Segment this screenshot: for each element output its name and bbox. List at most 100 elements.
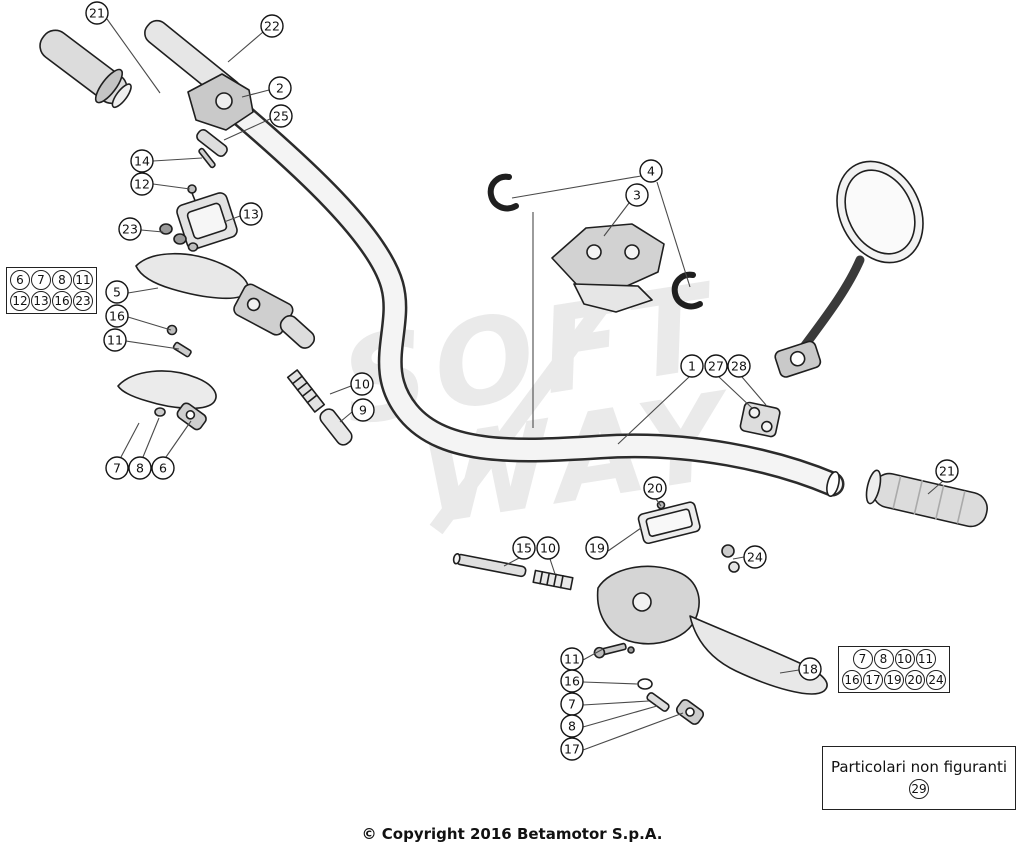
callout-17: 17 <box>560 737 584 761</box>
callout-21: 21 <box>935 459 959 483</box>
callout-13: 13 <box>239 202 263 226</box>
handlebar <box>230 103 845 498</box>
callout-3: 3 <box>625 183 649 207</box>
leader-line <box>582 700 650 706</box>
leader-line <box>503 556 522 567</box>
leader-line <box>732 556 745 560</box>
svg-text:17: 17 <box>564 741 580 756</box>
svg-text:6: 6 <box>159 460 167 475</box>
pin-7-lower <box>646 692 670 712</box>
leader-line <box>617 376 690 445</box>
barrel-9 <box>319 408 353 446</box>
callout-21: 21 <box>85 1 109 25</box>
leader-line <box>927 480 944 495</box>
callout-11: 11 <box>103 328 127 352</box>
callout-24: 24 <box>743 545 767 569</box>
leader-line <box>511 175 642 199</box>
copyright-text: © Copyright 2016 Betamotor S.p.A. <box>361 825 663 843</box>
callout-20: 20 <box>905 670 925 690</box>
callout-14: 14 <box>130 149 154 173</box>
leader-line <box>120 422 140 458</box>
leader-line <box>106 18 161 94</box>
callout-16: 16 <box>105 304 129 328</box>
svg-text:1: 1 <box>688 358 696 373</box>
svg-text:12: 12 <box>134 176 150 191</box>
callout-29: 29 <box>909 778 929 799</box>
washer-16-lower <box>637 678 653 690</box>
callout-16: 16 <box>560 669 584 693</box>
svg-text:20: 20 <box>647 480 663 495</box>
bolt-11 <box>172 341 192 358</box>
mc-lever-blade <box>689 615 828 695</box>
callout-17: 17 <box>863 670 883 690</box>
note-box: Particolari non figuranti 29 <box>822 746 1016 810</box>
grip-left <box>39 29 132 109</box>
leader-line <box>741 376 767 406</box>
leader-line <box>329 385 352 395</box>
callout-25: 25 <box>269 104 293 128</box>
svg-text:21: 21 <box>939 463 955 478</box>
leader-line <box>142 417 160 458</box>
callout-16: 16 <box>52 291 72 311</box>
leader-line <box>140 229 164 233</box>
callout-24: 24 <box>926 670 946 690</box>
callout-6: 6 <box>10 270 30 290</box>
svg-text:10: 10 <box>540 540 556 555</box>
svg-text:16: 16 <box>564 673 580 688</box>
svg-text:18: 18 <box>802 661 818 676</box>
callout-27: 27 <box>704 354 728 378</box>
callout-22: 22 <box>260 14 284 38</box>
leader-line <box>227 31 264 63</box>
lever-blade-lower-left <box>117 370 217 431</box>
svg-text:10: 10 <box>354 376 370 391</box>
bracket-13 <box>176 192 238 250</box>
handlebar-clamp <box>551 223 665 313</box>
svg-text:5: 5 <box>113 284 121 299</box>
svg-text:9: 9 <box>359 402 367 417</box>
leader-line <box>127 316 172 331</box>
hook-bolts-4 <box>487 173 703 310</box>
callout-12: 12 <box>10 291 30 311</box>
leader-line <box>582 712 684 751</box>
callout-5: 5 <box>105 280 129 304</box>
leader-lines <box>106 18 944 751</box>
callout-7: 7 <box>105 456 129 480</box>
svg-text:19: 19 <box>589 540 605 555</box>
callout-10: 10 <box>350 372 374 396</box>
svg-text:14: 14 <box>134 153 150 168</box>
callout-1: 1 <box>680 354 704 378</box>
spring-10-lower <box>532 569 574 591</box>
callout-8: 8 <box>52 270 72 290</box>
reservoir-cap <box>637 501 701 545</box>
clutch-lever-assembly <box>135 252 316 349</box>
pushrod-15 <box>452 553 527 578</box>
svg-text:2: 2 <box>276 80 284 95</box>
svg-text:4: 4 <box>647 163 655 178</box>
svg-text:8: 8 <box>136 460 144 475</box>
callout-7: 7 <box>31 270 51 290</box>
mirror-clamp-parts <box>739 401 781 438</box>
svg-text:24: 24 <box>747 549 763 564</box>
svg-text:28: 28 <box>731 358 747 373</box>
callout-7: 7 <box>852 649 873 669</box>
callout-7: 7 <box>560 692 584 716</box>
leader-line <box>127 287 159 294</box>
leader-line <box>223 215 241 223</box>
svg-text:22: 22 <box>264 18 280 33</box>
svg-text:25: 25 <box>273 108 289 123</box>
screw-11-lower <box>593 642 627 659</box>
master-cylinder-assembly <box>596 500 828 695</box>
callout-4: 4 <box>639 159 663 183</box>
nut-dot <box>627 646 635 654</box>
leader-line <box>223 118 271 141</box>
callout-11: 11 <box>915 649 936 669</box>
leader-line <box>152 183 191 190</box>
svg-text:21: 21 <box>89 5 105 20</box>
pin-14 <box>198 147 216 169</box>
leader-line <box>165 420 192 458</box>
